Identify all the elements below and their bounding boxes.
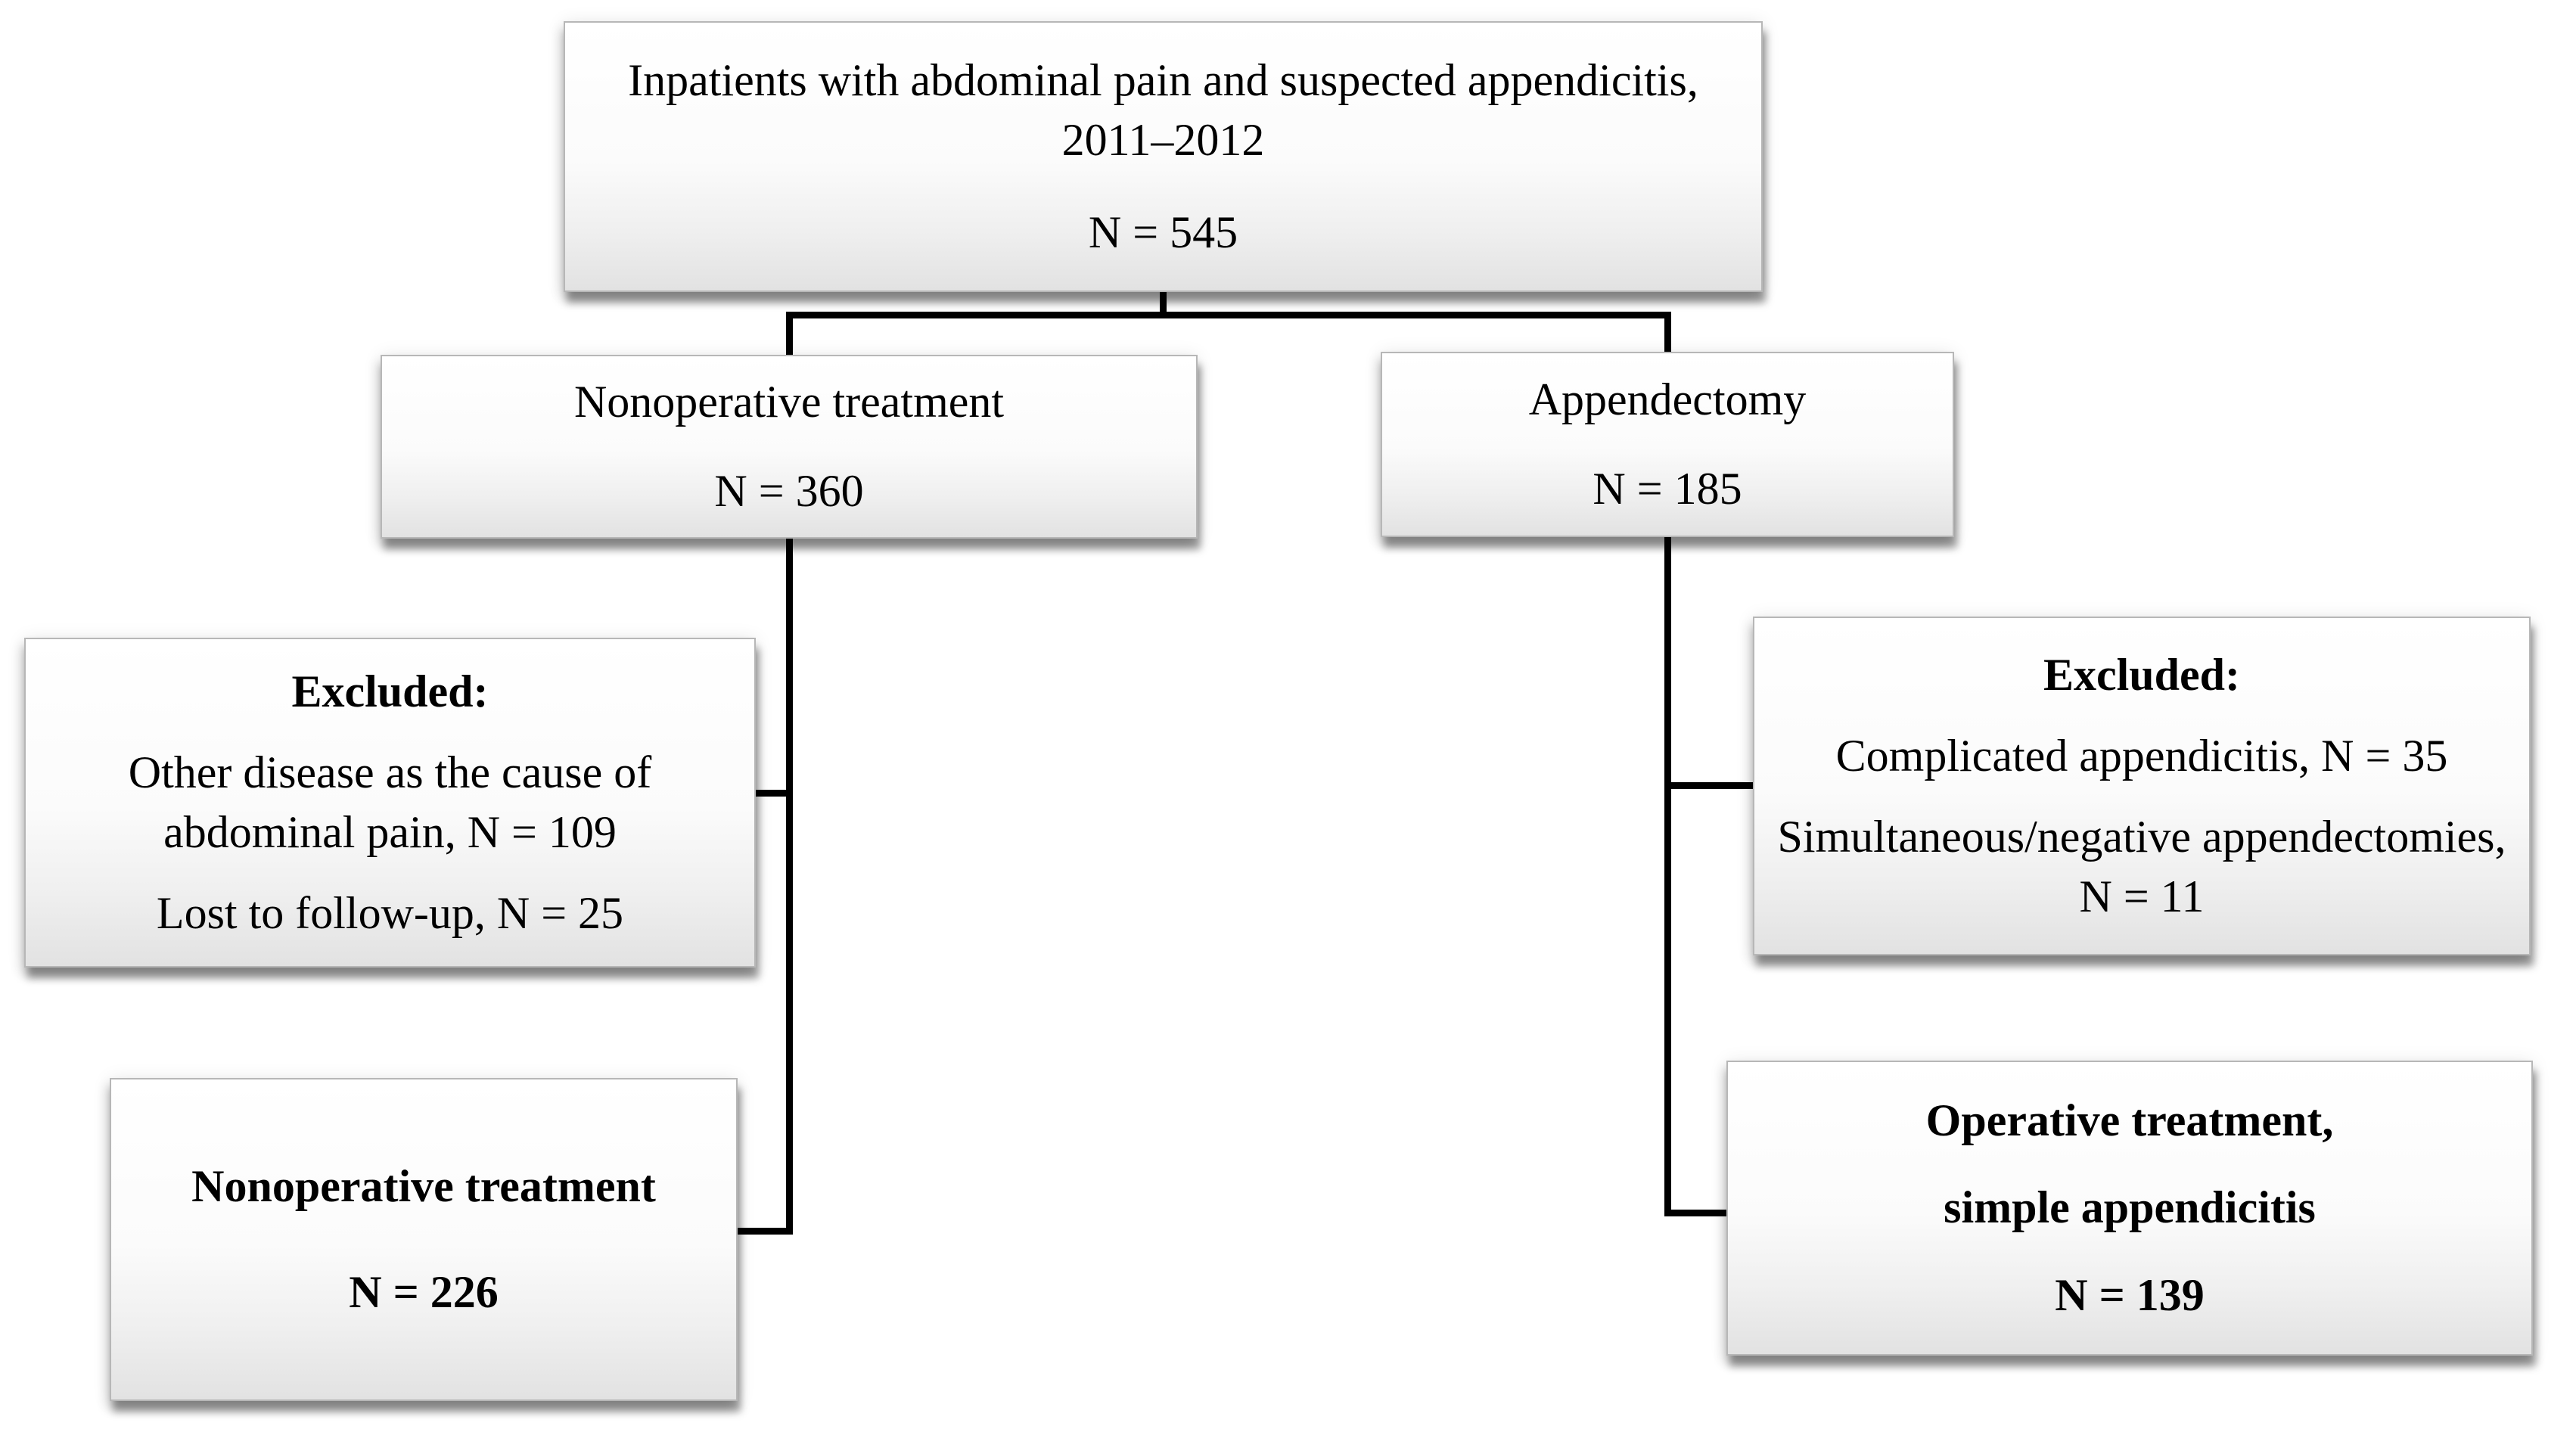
appendectomy-branch-count: N = 185	[1593, 463, 1742, 514]
connector-right-outcome-elbow	[1664, 1210, 1731, 1216]
connector-left-excluded-stub	[754, 790, 793, 797]
connector-left-vertical	[786, 537, 793, 1235]
box-outcome-nonoperative: Nonoperative treatment N = 226	[110, 1078, 738, 1401]
outcome-operative-count: N = 139	[2055, 1269, 2205, 1320]
excluded-left-heading: Excluded:	[291, 666, 489, 716]
connector-left-branch-drop	[786, 312, 793, 359]
outcome-nonoperative-title: Nonoperative treatment	[191, 1161, 656, 1212]
connector-right-excluded-stub	[1667, 782, 1757, 789]
outcome-operative-subtitle: simple appendicitis	[1944, 1182, 2316, 1233]
excluded-left-item: Other disease as the cause of abdominal …	[128, 747, 652, 857]
box-nonoperative-branch: Nonoperative treatment N = 360	[381, 355, 1198, 539]
outcome-nonoperative-count: N = 226	[349, 1266, 499, 1317]
connector-right-branch-drop	[1664, 312, 1671, 356]
outcome-operative-title: Operative treatment,	[1925, 1095, 2334, 1146]
excluded-right-item: Complicated appendicitis, N = 35	[1835, 730, 2448, 781]
excluded-left-item: Lost to follow-up, N = 25	[156, 888, 624, 939]
nonoperative-branch-count: N = 360	[714, 465, 864, 516]
box-enrollment: Inpatients with abdominal pain and suspe…	[564, 21, 1763, 292]
excluded-right-heading: Excluded:	[2043, 649, 2241, 700]
box-appendectomy-branch: Appendectomy N = 185	[1381, 352, 1954, 537]
connector-root-down	[1160, 290, 1167, 316]
connector-branch-horizontal	[786, 312, 1671, 318]
appendectomy-branch-title: Appendectomy	[1528, 374, 1807, 425]
box-excluded-left: Excluded: Other disease as the cause of …	[24, 638, 756, 968]
enrollment-title: Inpatients with abdominal pain and suspe…	[628, 55, 1698, 166]
box-excluded-right: Excluded: Complicated appendicitis, N = …	[1753, 617, 2531, 955]
connector-right-vertical	[1664, 536, 1671, 1216]
excluded-right-item: Simultaneous/negative appendectomies, N …	[1777, 812, 2506, 922]
connector-left-outcome-elbow	[734, 1228, 793, 1235]
enrollment-count: N = 545	[1088, 207, 1238, 257]
nonoperative-branch-title: Nonoperative treatment	[573, 377, 1005, 427]
box-outcome-operative: Operative treatment, simple appendicitis…	[1726, 1061, 2533, 1356]
